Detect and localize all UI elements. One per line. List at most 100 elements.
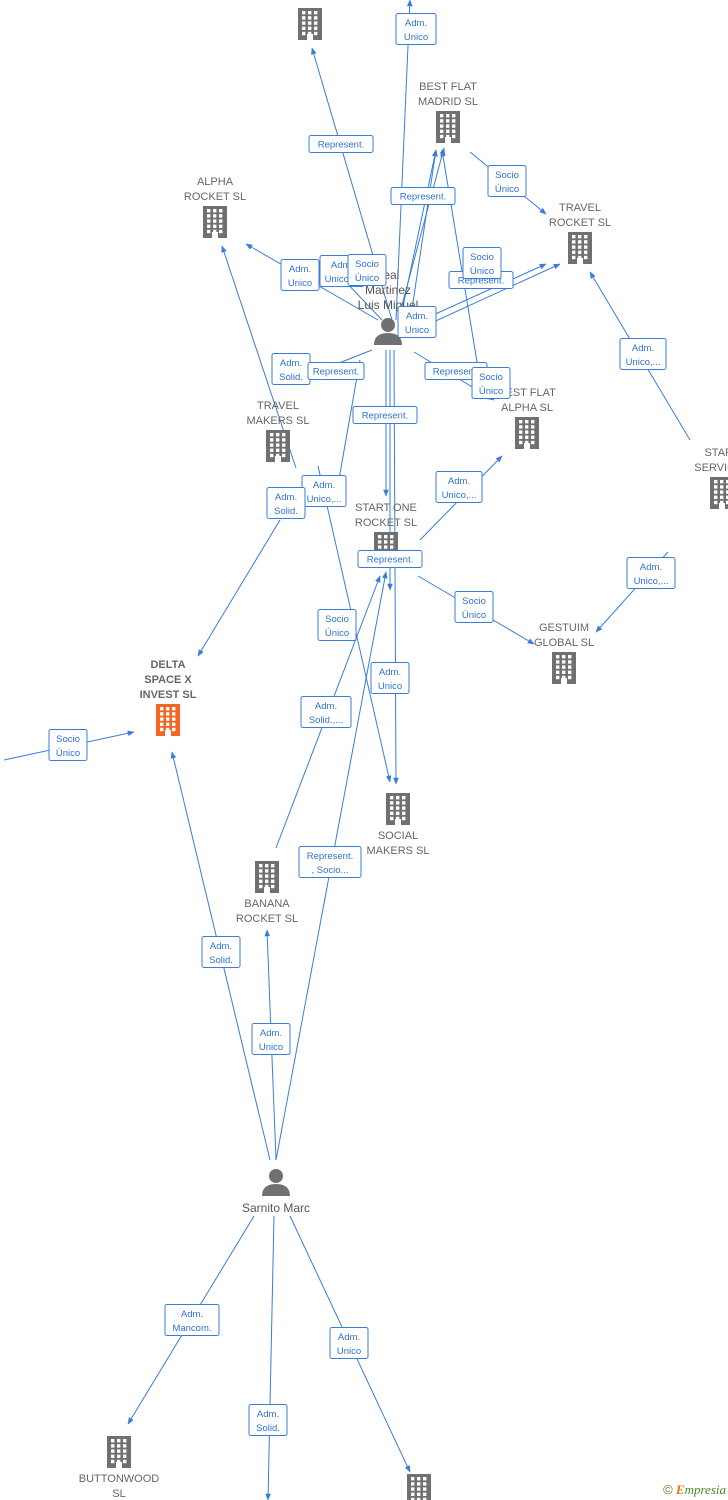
relation-label[interactable]: Adm. Mancom. [164,1304,220,1336]
node-start-services[interactable]: STARTSERVICES [694,447,728,509]
relation-label-text: Adm. [260,1028,282,1039]
relation-label-text: Unico [405,325,429,336]
building-icon[interactable] [203,206,227,238]
relation-label-text: Socio [325,614,349,625]
relation-label-text: Único [462,610,486,621]
relation-label-text: Socio [355,259,379,270]
building-icon[interactable] [568,232,592,264]
relation-label[interactable]: Adm.Solid.,... [300,696,352,728]
brand-name: mpresia [684,1482,726,1497]
relation-label-text: Adm. [448,476,470,487]
relation-label-text: Adm. [280,358,302,369]
relation-label-text: Adm. [338,1332,360,1343]
relation-label[interactable]: Adm.Solid. [201,936,241,968]
copyright-symbol: © [663,1482,673,1497]
node-label: MAKERS SL [247,415,310,427]
relation-label[interactable]: Represent. [352,406,418,424]
relation-label-text: Único [495,184,519,195]
node-top-co[interactable] [298,8,322,40]
relation-label[interactable]: Adm.Unico,... [619,338,667,370]
building-icon[interactable] [515,417,539,449]
node-label: BEST FLAT [419,81,477,93]
relation-label-text: Unico,... [307,494,342,505]
relation-label-text: Unico [259,1042,283,1053]
relation-label-text: Único [56,748,80,759]
node-label: Martinez [365,283,411,297]
relation-label[interactable]: Adm.Unico [280,259,320,291]
relation-label[interactable]: Adm. Unico [329,1327,369,1359]
building-icon[interactable] [107,1436,131,1468]
relation-label-text: Adm. [640,562,662,573]
relation-label-text: Mancom. [172,1323,211,1334]
edge-line [415,263,561,331]
building-icon[interactable] [156,704,180,736]
relation-label-text: Socio [495,170,519,181]
relation-label[interactable]: Adm. Unico,... [435,471,483,503]
relation-label[interactable]: Represent., Socio... [298,846,362,878]
building-icon[interactable] [407,1474,431,1500]
relation-label-text: Adm. [275,492,297,503]
building-icon[interactable] [255,861,279,893]
person-icon[interactable] [374,318,402,345]
relation-label-text: Unico,... [626,357,661,368]
relation-label-text: Adm. [379,667,401,678]
building-icon[interactable] [298,8,322,40]
building-icon[interactable] [710,477,728,509]
building-icon[interactable] [386,793,410,825]
person-icon[interactable] [262,1169,290,1196]
relation-label-text: Único [355,273,379,284]
relation-label[interactable]: Represent. [307,362,365,380]
relation-label-text: Unico,... [442,490,477,501]
node-label: INVEST SL [140,689,197,701]
relation-label[interactable]: Adm.Unico [397,306,437,338]
node-label: SPACE X [144,674,192,686]
building-icon[interactable] [266,430,290,462]
relation-label[interactable]: Adm.Solid. [271,353,311,385]
relation-label[interactable]: Adm.Solid. [266,487,306,519]
node-label: BUTTONWOOD [79,1473,160,1485]
edge-line [334,359,361,497]
node-label: SERVICES [694,462,728,474]
node-label: SOCIAL [378,830,418,842]
relation-label-text: Unico,... [634,576,669,587]
relation-label[interactable]: Adm.Unico [395,13,437,45]
relation-label[interactable]: Represent. [308,135,374,153]
relation-label[interactable]: Adm.Solid. [248,1404,288,1436]
relation-label-text: Solid.,... [309,715,343,726]
node-label: TRAVEL [559,202,601,214]
node-sarnito-marc[interactable]: Sarnito Marc [242,1169,310,1215]
relation-label[interactable]: Represent. [357,550,423,568]
relation-label-text: Unico,... [325,274,360,285]
relation-label[interactable]: Represent. [390,187,456,205]
relation-label[interactable]: Adm.Unico,... [301,475,347,507]
relation-label-text: Unico [378,681,402,692]
building-icon[interactable] [436,111,460,143]
relation-label[interactable]: Adm. Unico [251,1023,291,1055]
relation-label-text: Socio [470,252,494,263]
node-label: ROCKET SL [236,913,298,925]
relation-label[interactable]: Adm. Unico,... [626,557,676,589]
relation-label-text: Adm. [181,1309,203,1320]
relation-label-text: Adm. [331,260,353,271]
node-bottom-co[interactable] [407,1474,431,1500]
building-icon[interactable] [552,652,576,684]
relation-label-text: Unico [337,1346,361,1357]
relation-label[interactable]: Adm. Unico [370,662,410,694]
